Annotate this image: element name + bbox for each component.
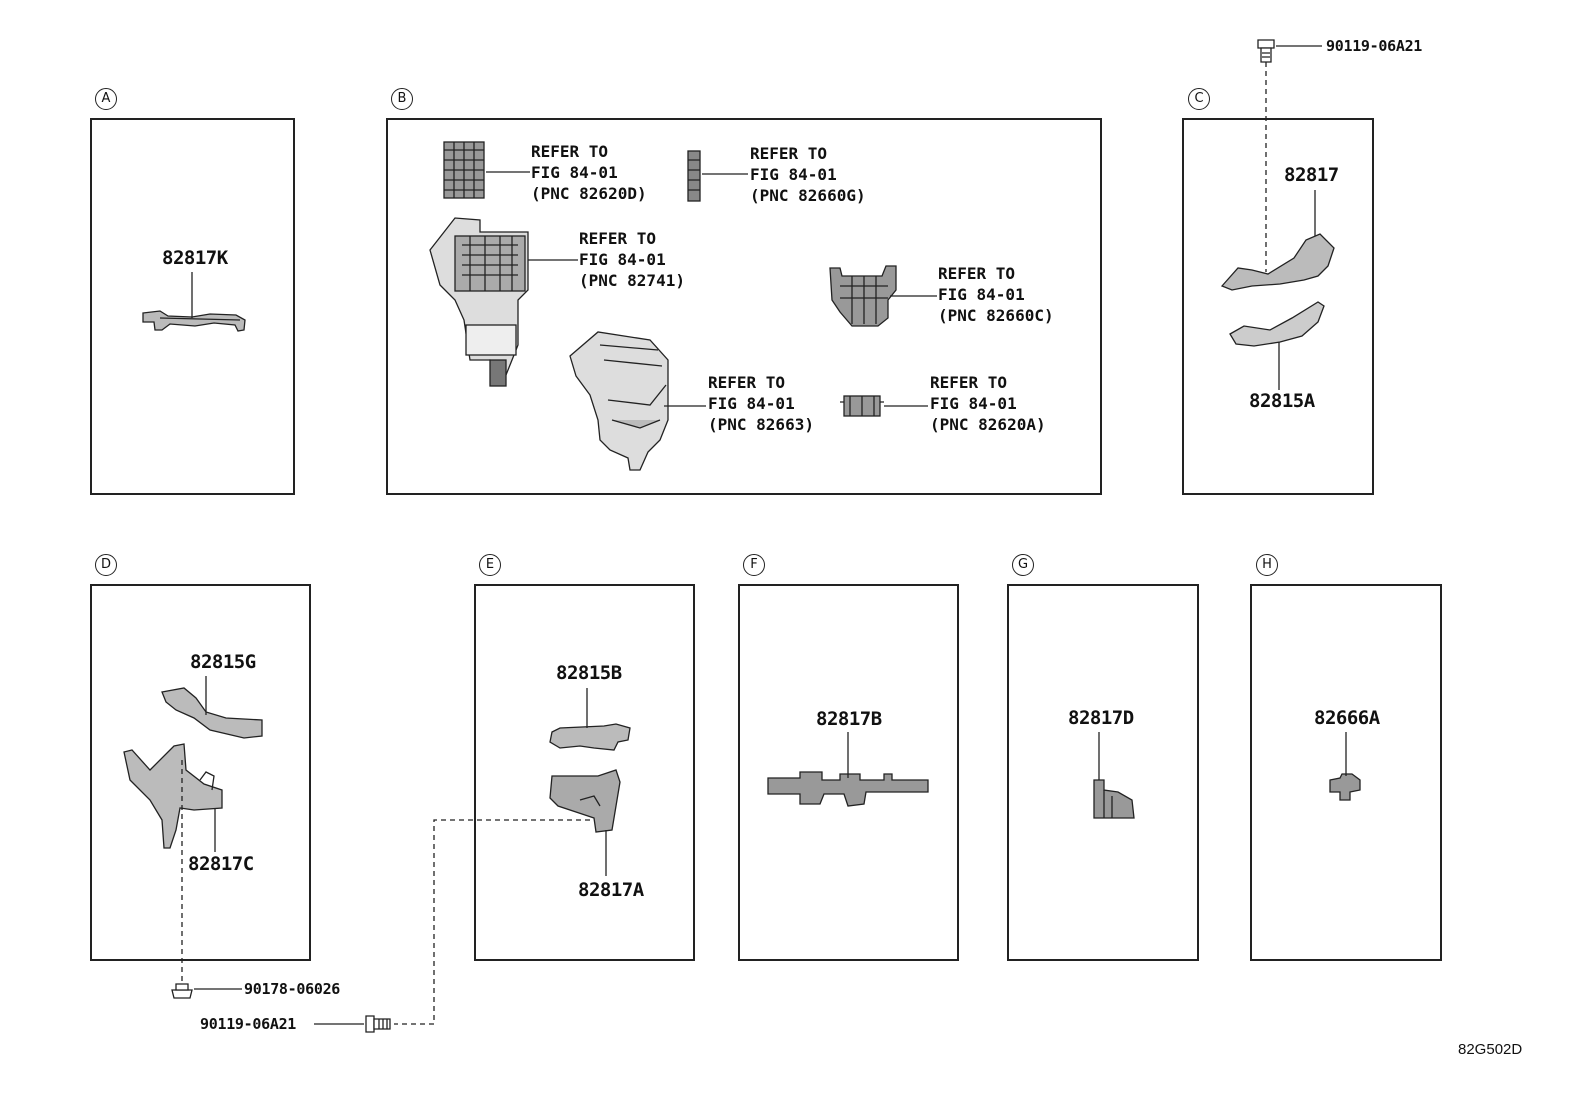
junction-block-82741-drawing — [429, 217, 529, 387]
refer-82663: REFER TO FIG 84-01 (PNC 82663) — [708, 372, 814, 435]
refer-82660g: REFER TO FIG 84-01 (PNC 82660G) — [750, 143, 866, 206]
refer-line: REFER TO — [708, 373, 786, 392]
refer-line: REFER TO — [750, 144, 828, 163]
panel-f-label: F — [743, 554, 765, 576]
refer-line: FIG 84-01 — [930, 394, 1017, 413]
refer-82620a: REFER TO FIG 84-01 (PNC 82620A) — [930, 372, 1046, 435]
refer-line: FIG 84-01 — [938, 285, 1025, 304]
part-number-82817k: 82817K — [162, 247, 228, 269]
refer-line: (PNC 82620D) — [531, 184, 647, 203]
part-number-82817a: 82817A — [578, 879, 644, 901]
refer-line: REFER TO — [531, 142, 609, 161]
diagram-code: 82G502D — [1458, 1041, 1523, 1058]
refer-line: REFER TO — [930, 373, 1008, 392]
part-82817d-drawing — [1093, 779, 1135, 819]
part-82817c-drawing — [123, 743, 223, 849]
part-82815a-drawing — [1229, 301, 1325, 347]
refer-line: FIG 84-01 — [531, 163, 618, 182]
refer-line: REFER TO — [938, 264, 1016, 283]
bolt-icon-e — [365, 1015, 391, 1033]
refer-line: FIG 84-01 — [579, 250, 666, 269]
panel-d — [90, 584, 311, 961]
panel-a — [90, 118, 295, 495]
panel-e-label: E — [479, 554, 501, 576]
part-82817b-drawing — [767, 771, 929, 807]
refer-line: FIG 84-01 — [750, 165, 837, 184]
refer-line: (PNC 82620A) — [930, 415, 1046, 434]
part-number-82815g: 82815G — [190, 651, 256, 673]
part-number-bolt-e: 90119-06A21 — [200, 1015, 297, 1033]
part-number-clip-d: 90178-06026 — [244, 980, 341, 998]
part-number-82666a: 82666A — [1314, 707, 1380, 729]
relay-82620a-drawing — [840, 395, 884, 417]
panel-c-label: C — [1188, 88, 1210, 110]
cover-82663-drawing — [569, 331, 669, 471]
part-number-82817: 82817 — [1284, 164, 1339, 186]
panel-f — [738, 584, 959, 961]
relay-82660g-drawing — [687, 150, 701, 202]
part-82817-drawing — [1220, 233, 1335, 291]
refer-82660c: REFER TO FIG 84-01 (PNC 82660C) — [938, 263, 1054, 326]
panel-d-label: D — [95, 554, 117, 576]
refer-line: (PNC 82660C) — [938, 306, 1054, 325]
part-82815g-drawing — [161, 687, 263, 739]
panel-b-label: B — [391, 88, 413, 110]
part-number-82815b: 82815B — [556, 662, 622, 684]
panel-h — [1250, 584, 1442, 961]
part-82817a-drawing — [549, 769, 621, 833]
part-number-82817c: 82817C — [188, 853, 254, 875]
refer-line: (PNC 82663) — [708, 415, 814, 434]
part-number-top-bolt: 90119-06A21 — [1326, 37, 1423, 55]
part-number-82817d: 82817D — [1068, 707, 1134, 729]
refer-82741: REFER TO FIG 84-01 (PNC 82741) — [579, 228, 685, 291]
refer-line: FIG 84-01 — [708, 394, 795, 413]
bolt-icon-top — [1257, 39, 1275, 63]
refer-line: (PNC 82660G) — [750, 186, 866, 205]
panel-a-label: A — [95, 88, 117, 110]
refer-82620d: REFER TO FIG 84-01 (PNC 82620D) — [531, 141, 647, 204]
relay-block-82620d-drawing — [443, 141, 485, 199]
refer-line: (PNC 82741) — [579, 271, 685, 290]
relay-82660c-drawing — [829, 265, 897, 327]
part-82815b-drawing — [549, 723, 631, 751]
clip-icon-d — [171, 983, 193, 999]
panel-e — [474, 584, 695, 961]
dashed-bolt-line-e — [394, 819, 590, 1025]
part-82817k-drawing — [142, 310, 246, 332]
refer-line: REFER TO — [579, 229, 657, 248]
panel-c — [1182, 118, 1374, 495]
panel-g-label: G — [1012, 554, 1034, 576]
panel-b — [386, 118, 1102, 495]
part-82666a-drawing — [1329, 773, 1361, 801]
panel-g — [1007, 584, 1199, 961]
panel-h-label: H — [1256, 554, 1278, 576]
part-number-82817b: 82817B — [816, 708, 882, 730]
part-number-82815a: 82815A — [1249, 390, 1315, 412]
